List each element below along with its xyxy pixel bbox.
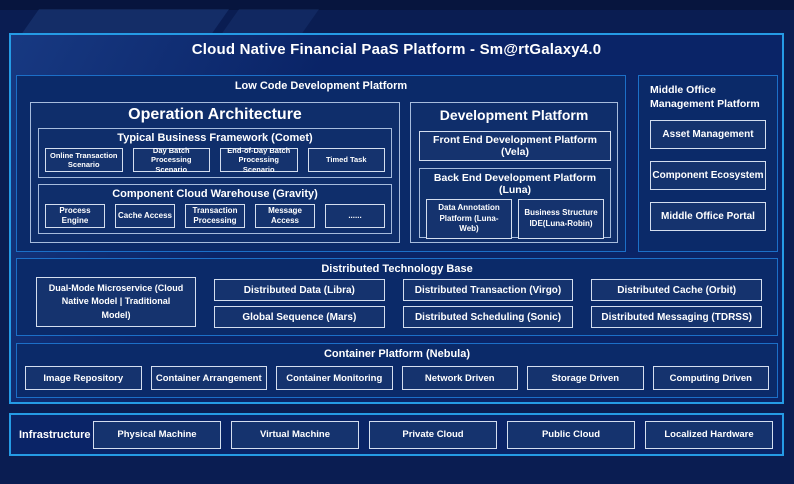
box-network-driven: Network Driven xyxy=(401,366,518,390)
box-ellipsis-more: ...... xyxy=(325,204,385,228)
box-physical-machine: Physical Machine xyxy=(93,420,221,449)
component-cloud-warehouse-items: Process Engine Cache Access Transaction … xyxy=(39,204,391,228)
box-distributed-cache-orbit: Distributed Cache (Orbit) xyxy=(591,279,763,301)
container-platform-label: Container Platform (Nebula) xyxy=(323,348,471,360)
component-cloud-warehouse-box: Component Cloud Warehouse (Gravity) Proc… xyxy=(38,184,392,234)
box-distributed-scheduling-sonic: Distributed Scheduling (Sonic) xyxy=(402,306,574,328)
box-online-transaction-scenario: Online Transaction Scenario xyxy=(45,148,123,172)
low-code-development-platform-section: Low Code Development Platform Operation … xyxy=(16,75,626,252)
box-computing-driven: Computing Driven xyxy=(652,366,769,390)
decorative-diagonal-band xyxy=(20,9,230,35)
box-data-annotation-platform-luna-web: Data Annotation Platform (Luna-Web) xyxy=(426,199,512,239)
operation-architecture-title: Operation Architecture xyxy=(128,106,302,123)
box-front-end-development-platform-vela: Front End Development Platform (Vela) xyxy=(419,131,611,161)
top-strip xyxy=(0,0,794,10)
diagram-title: Cloud Native Financial PaaS Platform - S… xyxy=(191,41,602,58)
back-end-development-platform-label: Back End Development Platform (Luna) xyxy=(433,172,597,196)
back-end-development-platform-box: Back End Development Platform (Luna) Dat… xyxy=(419,168,611,239)
box-transaction-processing: Transaction Processing xyxy=(185,204,245,228)
development-platform-box: Development Platform Front End Developme… xyxy=(410,102,618,243)
distributed-items: Dual-Mode Microservice (Cloud Native Mod… xyxy=(36,277,763,328)
distributed-column-1: Distributed Data (Libra) Global Sequence… xyxy=(214,279,385,328)
box-image-repository: Image Repository xyxy=(25,366,142,390)
component-cloud-warehouse-label: Component Cloud Warehouse (Gravity) xyxy=(112,188,318,200)
distributed-column-3: Distributed Cache (Orbit) Distributed Me… xyxy=(591,279,763,328)
box-global-sequence-mars: Global Sequence (Mars) xyxy=(214,306,385,328)
operation-architecture-box: Operation Architecture Typical Business … xyxy=(30,102,400,243)
box-business-structure-ide-luna-robin: Business Structure IDE(Luna-Robin) xyxy=(518,199,604,239)
low-code-platform-label: Low Code Development Platform xyxy=(234,80,408,92)
box-distributed-data-libra: Distributed Data (Libra) xyxy=(214,279,385,301)
box-asset-management: Asset Management xyxy=(650,120,766,150)
decorative-diagonal-band xyxy=(220,9,320,35)
typical-business-framework-box: Typical Business Framework (Comet) Onlin… xyxy=(38,128,392,178)
platform-diagram-frame: Cloud Native Financial PaaS Platform - S… xyxy=(9,33,784,404)
box-virtual-machine: Virtual Machine xyxy=(231,420,359,449)
infrastructure-label: Infrastructure xyxy=(19,428,91,441)
typical-business-framework-label: Typical Business Framework (Comet) xyxy=(117,132,313,144)
middle-office-management-platform-section: Middle Office Management Platform Asset … xyxy=(638,75,778,252)
box-container-arrangement: Container Arrangement xyxy=(150,366,267,390)
box-message-access: Message Access xyxy=(255,204,315,228)
middle-office-label: Middle Office Management Platform xyxy=(650,84,760,111)
box-localized-hardware: Localized Hardware xyxy=(645,420,773,449)
distributed-column-2: Distributed Transaction (Virgo) Distribu… xyxy=(402,279,574,328)
back-end-items: Data Annotation Platform (Luna-Web) Busi… xyxy=(420,199,610,239)
box-process-engine: Process Engine xyxy=(45,204,105,228)
box-middle-office-portal: Middle Office Portal xyxy=(650,202,766,232)
typical-business-framework-items: Online Transaction Scenario Day Batch Pr… xyxy=(39,146,391,174)
box-private-cloud: Private Cloud xyxy=(369,420,497,449)
box-component-ecosystem: Component Ecosystem xyxy=(650,161,766,191)
distributed-technology-base-section: Distributed Technology Base Dual-Mode Mi… xyxy=(16,258,778,336)
box-distributed-messaging-tdrss: Distributed Messaging (TDRSS) xyxy=(591,306,763,328)
development-platform-title: Development Platform xyxy=(439,107,589,123)
box-container-monitoring: Container Monitoring xyxy=(276,366,393,390)
box-cache-access: Cache Access xyxy=(115,204,175,228)
box-day-batch-processing-scenario: Day Batch Processing Scenario xyxy=(132,146,210,174)
box-timed-task: Timed Task xyxy=(307,148,385,172)
container-platform-section: Container Platform (Nebula) Image Reposi… xyxy=(16,343,778,398)
infrastructure-items: Physical Machine Virtual Machine Private… xyxy=(93,420,782,449)
distributed-technology-base-label: Distributed Technology Base xyxy=(321,263,473,275)
box-end-of-day-batch-processing-scenario: End-of-Day Batch Processing Scenario xyxy=(220,146,298,174)
box-storage-driven: Storage Driven xyxy=(527,366,644,390)
container-platform-items: Image Repository Container Arrangement C… xyxy=(17,366,777,390)
box-public-cloud: Public Cloud xyxy=(507,420,635,449)
middle-office-items: Asset Management Component Ecosystem Mid… xyxy=(639,111,777,232)
box-distributed-transaction-virgo: Distributed Transaction (Virgo) xyxy=(402,279,574,301)
infrastructure-section: Infrastructure Physical Machine Virtual … xyxy=(9,413,784,456)
box-dual-mode-microservice: Dual-Mode Microservice (Cloud Native Mod… xyxy=(36,277,196,327)
